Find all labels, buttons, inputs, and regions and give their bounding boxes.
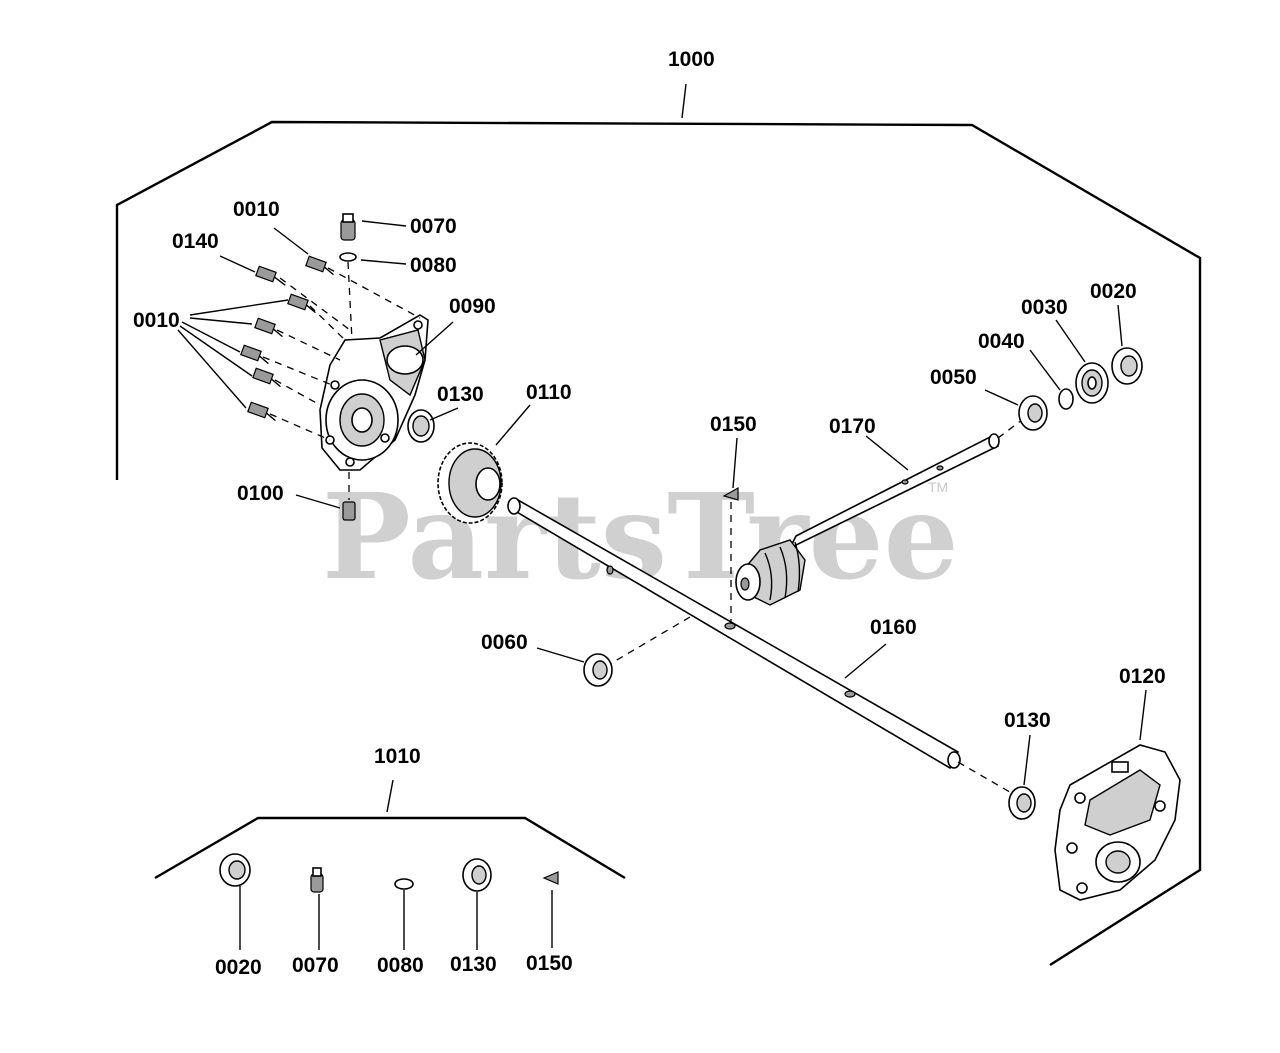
bolt-group-left[interactable]: [240, 255, 337, 422]
thrust-bearing-0030[interactable]: [1075, 362, 1109, 404]
kit-callout-0150[interactable]: 0150: [526, 952, 573, 975]
dash-fitting: [347, 261, 353, 341]
snap-ring-0040[interactable]: [1058, 388, 1074, 410]
leader-1010: [386, 779, 394, 813]
callout-1010[interactable]: 1010: [374, 745, 421, 768]
kit-key-0150[interactable]: [542, 871, 559, 885]
dash-bolt-0010-top: [327, 267, 421, 319]
gearbox-housing-left[interactable]: [319, 314, 429, 471]
callout-0120[interactable]: 0120: [1119, 665, 1166, 688]
callout-0020[interactable]: 0020: [1090, 280, 1137, 303]
spur-gear[interactable]: [437, 442, 503, 524]
callout-0030[interactable]: 0030: [1021, 296, 1068, 319]
kit-grease-fitting-0070[interactable]: [310, 867, 324, 893]
dash-worm-end: [997, 419, 1023, 439]
washer-0080[interactable]: [339, 252, 357, 262]
dash-bolt-0010-5: [274, 379, 321, 406]
callout-0080[interactable]: 0080: [410, 254, 457, 277]
kit-callout-0130[interactable]: 0130: [450, 953, 497, 976]
auger-shaft[interactable]: [507, 497, 961, 770]
kit-callout-0080[interactable]: 0080: [377, 954, 424, 977]
bolt-bottom[interactable]: [342, 472, 356, 521]
kit-callout-0070[interactable]: 0070: [292, 954, 339, 977]
callout-0130-right[interactable]: 0130: [1004, 709, 1051, 732]
kit-callout-0020[interactable]: 0020: [215, 956, 262, 979]
callout-0040[interactable]: 0040: [978, 330, 1025, 353]
dash-bolt-0010-6: [269, 413, 331, 441]
bearing-left[interactable]: [407, 409, 435, 443]
kit-bearing-0020[interactable]: [219, 853, 251, 887]
woodruff-key[interactable]: [722, 486, 739, 501]
callout-0010-group[interactable]: 0010: [133, 309, 180, 332]
dash-bolt-0010-3: [276, 329, 341, 361]
callout-0170[interactable]: 0170: [829, 415, 876, 438]
callout-1000[interactable]: 1000: [668, 48, 715, 71]
gearbox-housing-right[interactable]: [1054, 744, 1181, 901]
leader-lines: [177, 220, 1147, 950]
leader-1000: [681, 83, 687, 119]
bearing-right[interactable]: [1008, 786, 1036, 820]
callout-0050[interactable]: 0050: [930, 366, 977, 389]
callout-0010-top[interactable]: 0010: [233, 198, 280, 221]
callout-0130-left[interactable]: 0130: [437, 383, 484, 406]
callout-0070[interactable]: 0070: [410, 215, 457, 238]
kit-washer-0080[interactable]: [394, 878, 414, 890]
callout-0140[interactable]: 0140: [172, 230, 219, 253]
dash-bolt-0010-2: [309, 305, 346, 341]
dash-bolt-0140: [279, 277, 351, 331]
dash-shaft-end: [957, 761, 1016, 796]
callout-0100[interactable]: 0100: [237, 482, 284, 505]
callout-0150[interactable]: 0150: [710, 413, 757, 436]
assembly-frame-1010: [154, 816, 626, 880]
callout-0110[interactable]: 0110: [526, 381, 572, 404]
bearing-0060[interactable]: [583, 653, 613, 687]
bearing-0020[interactable]: [1111, 347, 1143, 385]
callout-0090[interactable]: 0090: [449, 295, 496, 318]
callout-0060[interactable]: 0060: [481, 631, 528, 654]
callout-0160[interactable]: 0160: [870, 616, 917, 639]
watermark-trademark: TM: [928, 479, 948, 495]
dash-bearing-0060: [609, 616, 691, 665]
assembly-frame-1000: [115, 120, 1202, 967]
grease-fitting[interactable]: [340, 213, 356, 241]
kit-bearing-0130[interactable]: [462, 858, 492, 892]
bearing-0050[interactable]: [1018, 395, 1048, 431]
worm-shaft[interactable]: [735, 433, 1000, 606]
